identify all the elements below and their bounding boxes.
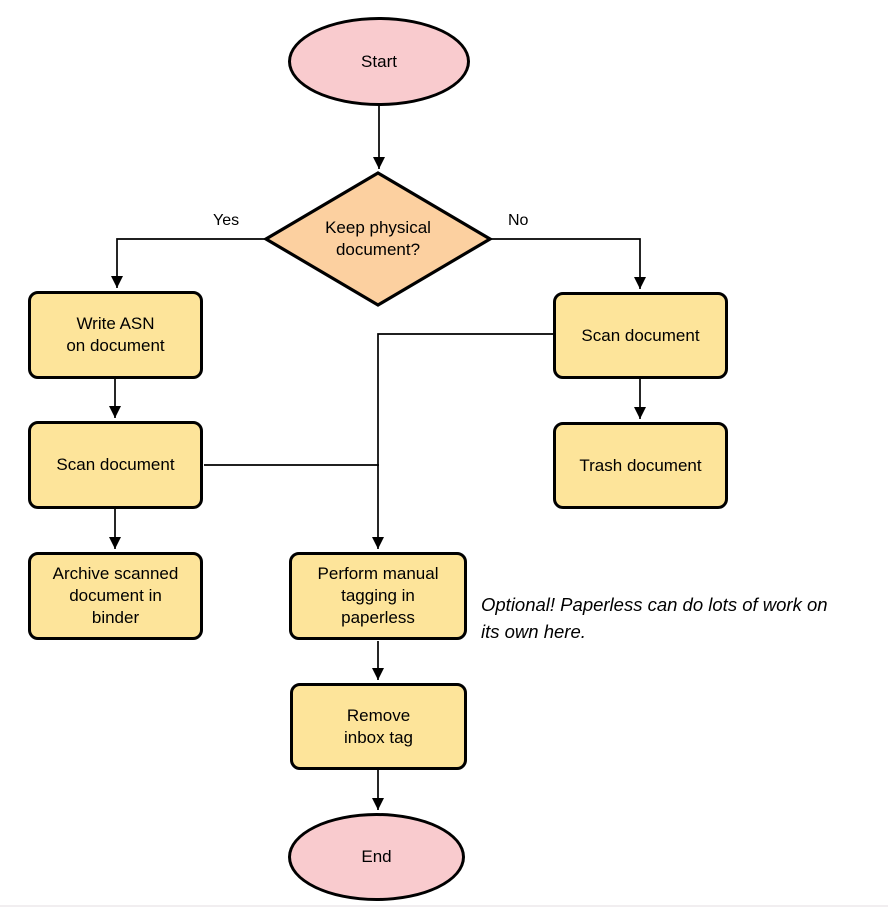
edge-decision-no bbox=[491, 238, 646, 289]
node-write-asn-label: Write ASN on document bbox=[66, 314, 165, 355]
node-decision: Keep physical document? bbox=[263, 169, 493, 309]
node-archive: Archive scanned document in binder bbox=[28, 552, 203, 640]
node-scan-left: Scan document bbox=[28, 421, 203, 509]
node-decision-label: Keep physical document? bbox=[325, 218, 431, 259]
node-end-label: End bbox=[361, 847, 392, 866]
diamond-shape bbox=[263, 171, 493, 307]
node-end: End bbox=[288, 813, 465, 901]
node-tagging: Perform manual tagging in paperless bbox=[289, 552, 467, 640]
node-archive-label: Archive scanned document in binder bbox=[52, 564, 179, 627]
node-scan-right: Scan document bbox=[553, 292, 728, 379]
edge-label-yes: Yes bbox=[211, 212, 242, 230]
node-start-label: Start bbox=[361, 51, 397, 71]
edge-scanright-tagging bbox=[372, 333, 553, 549]
node-remove-inbox: Remove inbox tag bbox=[290, 683, 467, 770]
node-trash-label: Trash document bbox=[579, 455, 702, 475]
diamond-polygon bbox=[263, 171, 493, 307]
node-write-asn: Write ASN on document bbox=[28, 291, 203, 379]
edge-decision-yes bbox=[111, 238, 265, 288]
annotation-note: Optional! Paperless can do lots of work … bbox=[481, 594, 828, 642]
node-tagging-label: Perform manual tagging in paperless bbox=[317, 564, 439, 627]
edge-label-no: No bbox=[506, 212, 531, 230]
bottom-divider bbox=[0, 905, 888, 907]
node-start: Start bbox=[288, 17, 470, 106]
node-trash: Trash document bbox=[553, 422, 728, 509]
node-remove-inbox-label: Remove inbox tag bbox=[344, 705, 413, 747]
node-scan-right-label: Scan document bbox=[581, 325, 700, 345]
node-scan-left-label: Scan document bbox=[56, 455, 175, 474]
